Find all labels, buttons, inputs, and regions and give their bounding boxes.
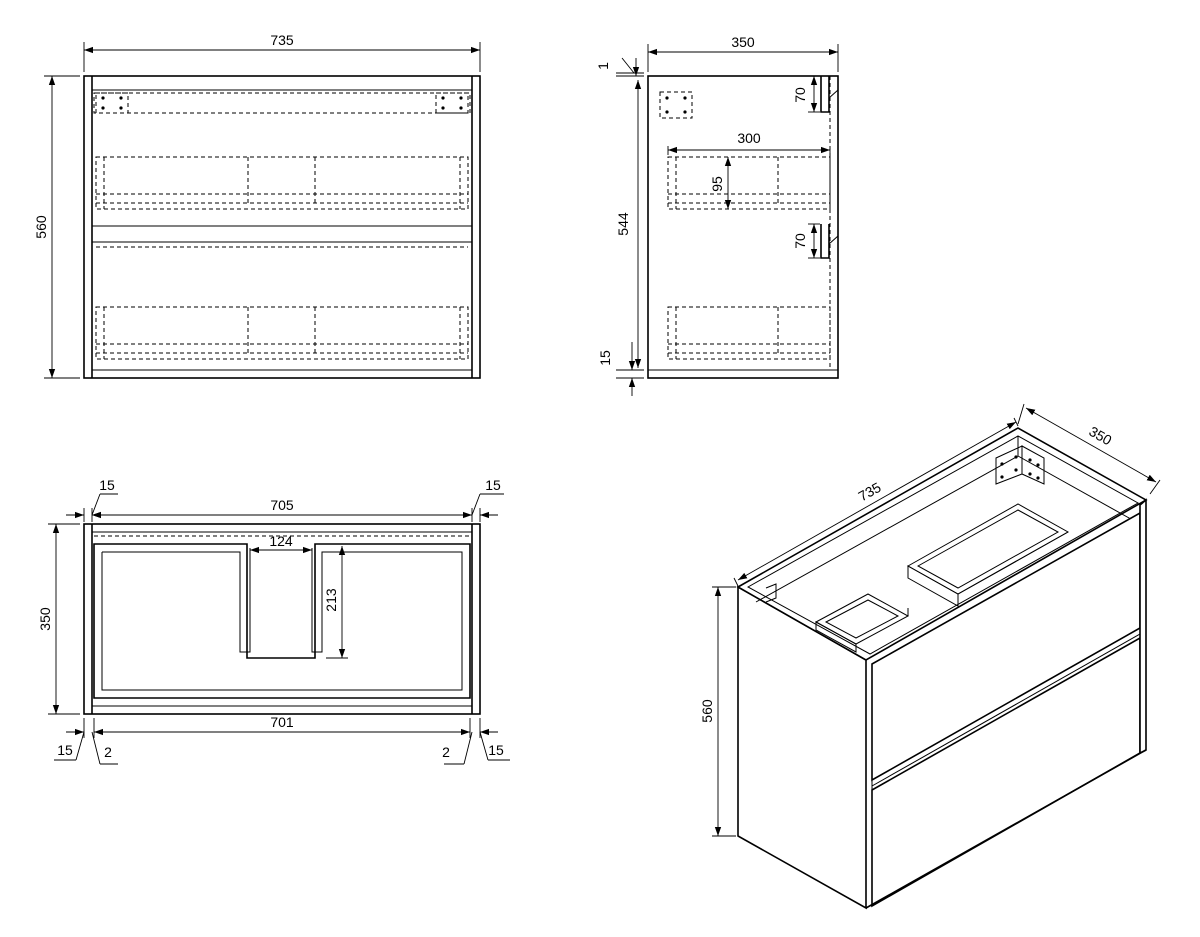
side-lower-bracket-label: 70: [792, 233, 808, 249]
side-upper-bracket-label: 70: [792, 87, 808, 103]
side-upper-drawer: [667, 156, 831, 210]
top-cabinet-outline: [83, 523, 481, 715]
front-view: 735 560: [33, 32, 481, 379]
front-upper-drawer: [95, 156, 469, 210]
iso-right-panel-edge: [1139, 498, 1147, 755]
front-lower-drawer: [95, 306, 469, 360]
top-bottom-width-label: 701: [270, 714, 294, 730]
front-bracket-left: [95, 92, 129, 114]
front-cabinet-outline: [83, 75, 481, 379]
side-upper-rail: [820, 76, 830, 113]
side-bracket: [659, 91, 693, 119]
side-view: 350 1 544 15 70 70 300 95: [595, 34, 839, 396]
front-height-label: 560: [33, 215, 49, 239]
side-total-height-label: 544: [615, 212, 631, 236]
top-drawer-cutout-outline: [93, 543, 471, 699]
top-bottom-right-side-label: 15: [488, 742, 504, 758]
side-depth-label: 350: [731, 34, 755, 50]
side-cabinet-outline: [647, 75, 839, 379]
front-width-label: 735: [270, 32, 294, 48]
side-lower-drawer: [667, 306, 831, 360]
top-right-side-label: 15: [485, 477, 501, 493]
side-inner-width-label: 300: [737, 130, 761, 146]
top-inner-width-label: 705: [270, 497, 294, 513]
top-view: 15 705 15 124 213 350 701 15: [37, 477, 510, 765]
side-bottom-gap-label: 15: [597, 350, 613, 366]
top-depth-label: 350: [37, 607, 53, 631]
side-top-gap-label: 1: [595, 62, 611, 70]
top-left-side-label: 15: [99, 477, 115, 493]
side-lower-rail: [820, 224, 830, 259]
side-drawer-height-label: 95: [709, 176, 725, 192]
top-bottom-left-side-label: 15: [57, 742, 73, 758]
top-cutout-width-label: 124: [269, 533, 293, 549]
top-bottom-right-gap-label: 2: [442, 744, 450, 760]
top-cutout-depth-label: 213: [323, 588, 339, 612]
iso-height-label: 560: [699, 699, 715, 723]
isometric-view: 735 350 560: [699, 403, 1161, 910]
top-bottom-left-gap-label: 2: [104, 744, 112, 760]
front-bracket-right: [435, 92, 469, 114]
iso-width-label: 735: [855, 479, 883, 505]
